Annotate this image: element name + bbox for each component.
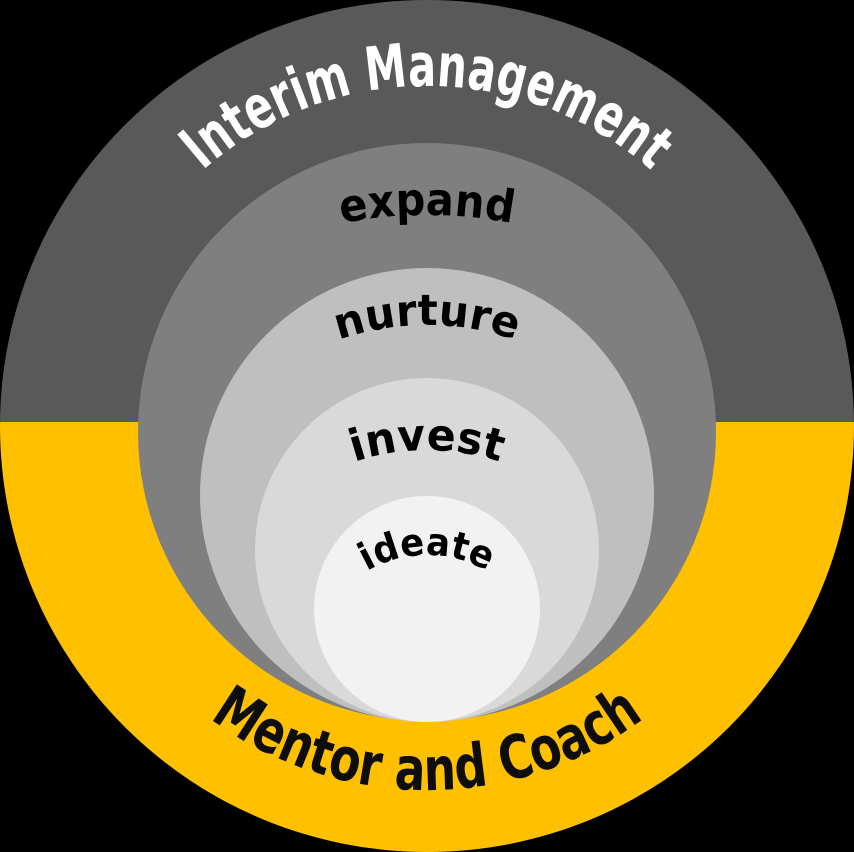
circle-ideate bbox=[314, 496, 540, 722]
level-label-expand: expand bbox=[335, 173, 519, 234]
level-label-expand-text: expand bbox=[335, 173, 519, 234]
